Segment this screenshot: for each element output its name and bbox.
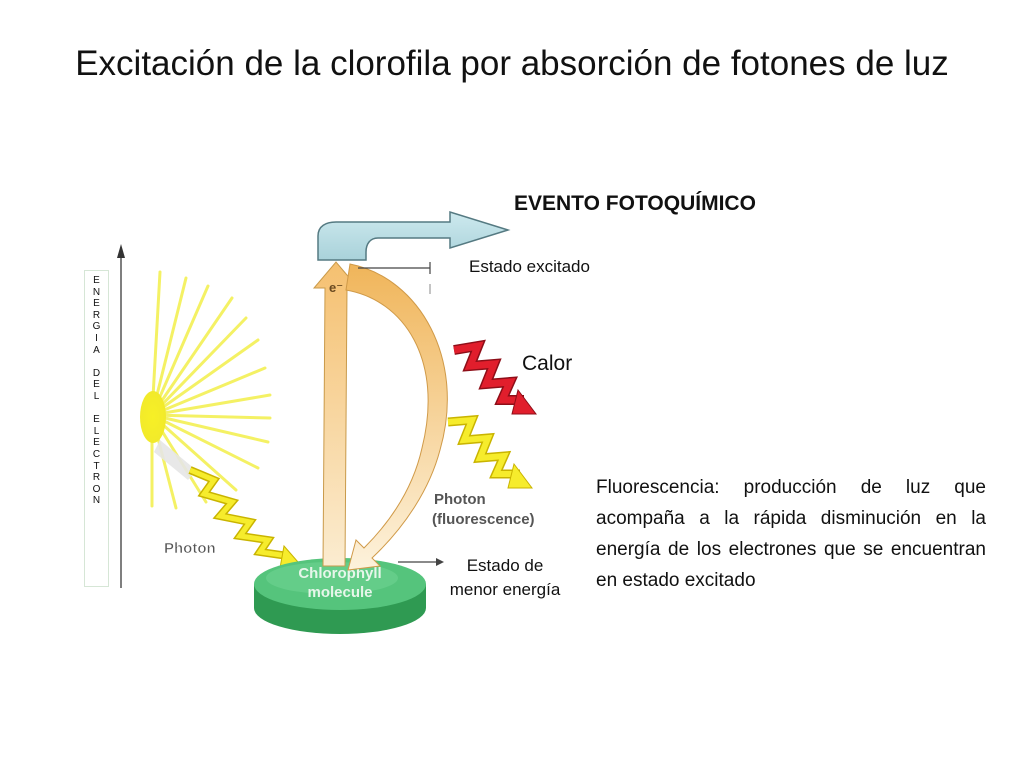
energy-axis — [117, 244, 125, 588]
sun-icon — [140, 270, 272, 510]
fluorescence-photon-zigzag — [447, 414, 533, 489]
excitation-up-arrow: e⁻ — [312, 261, 360, 567]
deexcitation-curve-arrow — [345, 263, 448, 571]
molecule-label-line2: molecule — [307, 584, 372, 601]
molecule-label-line1: Chlorophyll — [298, 565, 381, 582]
heat-zigzag — [453, 339, 537, 415]
fluorescence-photon-label-line2: (fluorescence) — [432, 511, 535, 528]
heat-label: Calor — [522, 352, 573, 375]
electron-symbol: e⁻ — [329, 280, 343, 295]
photon-label-text: Photon — [164, 540, 216, 557]
fluorescence-photon-label-line1: Photon — [434, 491, 486, 508]
ground-state-marker — [398, 558, 444, 566]
event-label: EVENTO FOTOQUÍMICO — [514, 192, 756, 215]
excited-state-label: Estado excitado — [469, 257, 590, 276]
chlorophyll-molecule: Chlorophyll molecule — [254, 558, 426, 634]
photon-label: Photon — [164, 540, 216, 558]
low-energy-state-label: Estado de menor energía — [449, 556, 561, 599]
energy-axis-label: E N E R G I A D E L E L E C T R O N — [84, 270, 109, 587]
photochemical-event-arrow — [317, 210, 511, 261]
fluorescence-description: Fluorescencia: producción de luz que aco… — [596, 477, 986, 591]
excited-state-marker — [358, 262, 431, 294]
slide-title: Excitación de la clorofila por absorción… — [75, 44, 949, 83]
fluorescence-photon-label: Photon (fluorescence) — [432, 491, 535, 528]
